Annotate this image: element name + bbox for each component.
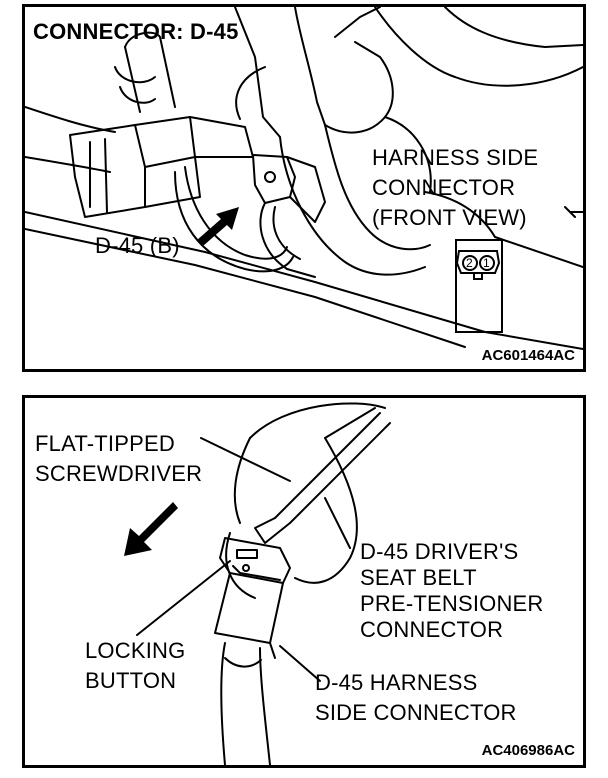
disconnect-procedure-panel: FLAT-TIPPED SCREWDRIVER D-45 DRIVER'S SE… <box>22 395 586 768</box>
harness-connector-front-view <box>455 239 503 333</box>
driver-connector-label-line1: D-45 DRIVER'S <box>360 539 519 564</box>
connector-location-illustration <box>25 7 583 350</box>
pin-2-label: 2 <box>466 256 473 270</box>
driver-connector-label-line2: SEAT BELT <box>360 565 477 590</box>
arrow-icon <box>124 502 178 556</box>
harness-connector-label-line2: SIDE CONNECTOR <box>315 700 517 725</box>
figure-code: AC601464AC <box>481 347 575 364</box>
locking-button-label-line2: BUTTON <box>85 668 177 693</box>
driver-connector-label-line3: PRE-TENSIONER <box>360 591 544 616</box>
arrow-icon <box>197 207 239 246</box>
page-title: CONNECTOR: D-45 <box>33 19 239 44</box>
harness-side-label-line1: HARNESS SIDE <box>372 145 539 170</box>
disconnect-procedure-illustration <box>124 402 391 765</box>
tool-label-line2: SCREWDRIVER <box>35 461 203 486</box>
harness-side-label-line2: CONNECTOR <box>372 175 516 200</box>
harness-side-label-line3: (FRONT VIEW) <box>372 205 527 230</box>
connector-label: D-45 (B) <box>95 233 180 258</box>
figure-code: AC406986AC <box>481 742 575 759</box>
locking-button-label-line1: LOCKING <box>85 638 186 663</box>
driver-connector-label-line4: CONNECTOR <box>360 617 504 642</box>
connector-location-panel: CONNECTOR: D-45 HARNESS SIDE CONNECTOR (… <box>22 4 586 372</box>
tool-label-line1: FLAT-TIPPED <box>35 431 175 456</box>
harness-connector-label-line1: D-45 HARNESS <box>315 670 478 695</box>
pin-1-label: 1 <box>483 256 490 270</box>
